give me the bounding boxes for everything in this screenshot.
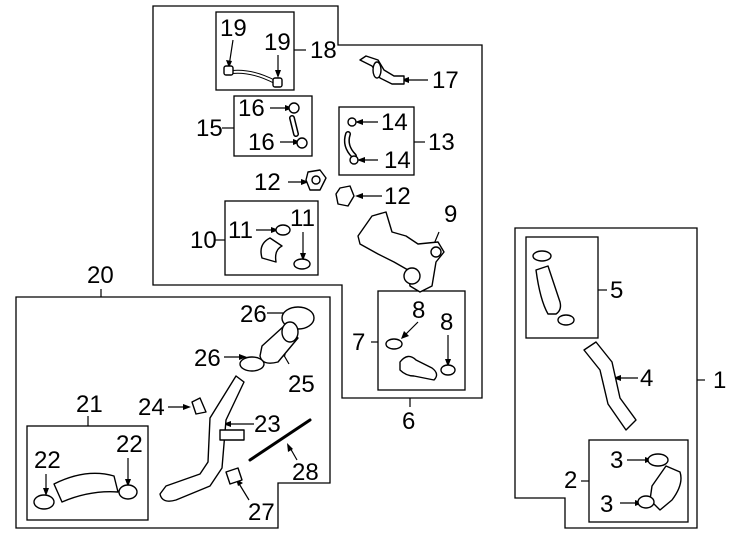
- callout-20: 20: [87, 262, 114, 289]
- outline-group-1: [514, 227, 698, 529]
- callout-8b: 8: [440, 309, 453, 336]
- outline-group-6: [152, 5, 483, 399]
- callout-15: 15: [196, 115, 223, 142]
- callout-26a: 26: [240, 301, 267, 328]
- part-23-branch: [219, 429, 245, 441]
- part-5-clamp-b: [557, 314, 575, 326]
- part-28-rod: [248, 418, 312, 462]
- callout-16a: 16: [238, 95, 265, 122]
- callout-28: 28: [292, 459, 319, 486]
- callout-10: 10: [190, 227, 217, 254]
- part-8-clamp-a: [385, 338, 403, 350]
- part-9-port-a: [403, 267, 421, 285]
- callout-4: 4: [640, 365, 653, 392]
- callout-5: 5: [610, 277, 623, 304]
- callout-13: 13: [428, 129, 455, 156]
- callout-21: 21: [76, 391, 103, 418]
- part-23-pipe: [159, 375, 245, 502]
- part-16-clamp-a: [288, 102, 300, 114]
- part-12-fitting-b: [335, 185, 355, 207]
- callout-labels: 1 2 3 3 4 5 6 7 8 8 9 10 11 11 12 12 13 …: [34, 15, 726, 526]
- part-5-clamp-a: [532, 250, 552, 262]
- callout-25: 25: [288, 371, 315, 398]
- callout-22a: 22: [34, 447, 61, 474]
- callout-1: 1: [713, 367, 726, 394]
- callout-18: 18: [310, 37, 337, 64]
- part-9-port-b: [430, 246, 442, 258]
- box-13: [338, 106, 415, 176]
- callout-3b: 3: [600, 491, 613, 518]
- outline-group-20: [15, 296, 331, 529]
- part-24-bracket: [191, 397, 207, 415]
- box-10: [224, 200, 319, 276]
- part-3-clamp-b: [637, 495, 655, 509]
- part-11-clamp-b: [293, 258, 311, 270]
- callout-24: 24: [138, 394, 165, 421]
- callout-14b: 14: [384, 147, 411, 174]
- callout-9: 9: [444, 201, 457, 228]
- part-19-clamp-b: [272, 77, 283, 88]
- callout-14a: 14: [381, 109, 408, 136]
- part-22-clamp-a: [33, 494, 55, 510]
- callout-12a: 12: [254, 169, 281, 196]
- part-14-clamp-b: [349, 155, 359, 165]
- part-4-pipe: [583, 341, 637, 431]
- part-5-hose: [535, 265, 562, 315]
- part-11-clamp-a: [275, 224, 291, 236]
- arrow-heads: [43, 60, 653, 506]
- callout-8a: 8: [412, 297, 425, 324]
- part-14-clamp-a: [347, 117, 357, 127]
- part-3-clamp-a: [647, 453, 669, 467]
- callout-19a: 19: [220, 15, 247, 42]
- part-27-clip: [225, 467, 243, 485]
- part-19-hose-inner: [231, 70, 276, 83]
- callout-16b: 16: [248, 129, 275, 156]
- callout-11b: 11: [290, 205, 315, 232]
- part-25-hose-end: [281, 321, 299, 343]
- part-17-pipe: [359, 55, 405, 85]
- part-8-clamp-b: [440, 364, 456, 376]
- callout-12b: 12: [384, 183, 411, 210]
- callout-17: 17: [432, 67, 459, 94]
- callout-27: 27: [248, 499, 275, 526]
- part-19-clamp-a: [223, 65, 234, 76]
- box-5: [525, 236, 599, 339]
- part-9-housing: [357, 211, 445, 293]
- part-2-hose: [649, 465, 682, 511]
- callout-3a: 3: [610, 447, 623, 474]
- callout-19b: 19: [264, 29, 291, 56]
- part-26-clamp-b: [239, 356, 265, 372]
- part-17-end: [372, 61, 382, 79]
- part-22-clamp-b: [118, 484, 138, 500]
- part-12-fitting-a-port: [311, 175, 321, 185]
- box-15: [233, 95, 313, 157]
- box-18: [215, 11, 295, 91]
- callout-7: 7: [352, 329, 365, 356]
- callout-2: 2: [564, 467, 577, 494]
- part-7-hose: [399, 355, 438, 381]
- part-21-hose: [53, 472, 119, 503]
- part-16-clamp-b: [296, 137, 308, 149]
- part-10-hose: [260, 237, 283, 263]
- callout-22b: 22: [116, 431, 143, 458]
- callout-6: 6: [402, 408, 415, 435]
- leader-lines: [45, 39, 705, 504]
- part-16-hose-inner: [290, 116, 298, 136]
- callout-23: 23: [254, 411, 281, 438]
- callout-26b: 26: [194, 345, 221, 372]
- parts-art: [33, 55, 682, 511]
- callout-11a: 11: [228, 217, 253, 244]
- part-14-hose-inner: [345, 132, 356, 158]
